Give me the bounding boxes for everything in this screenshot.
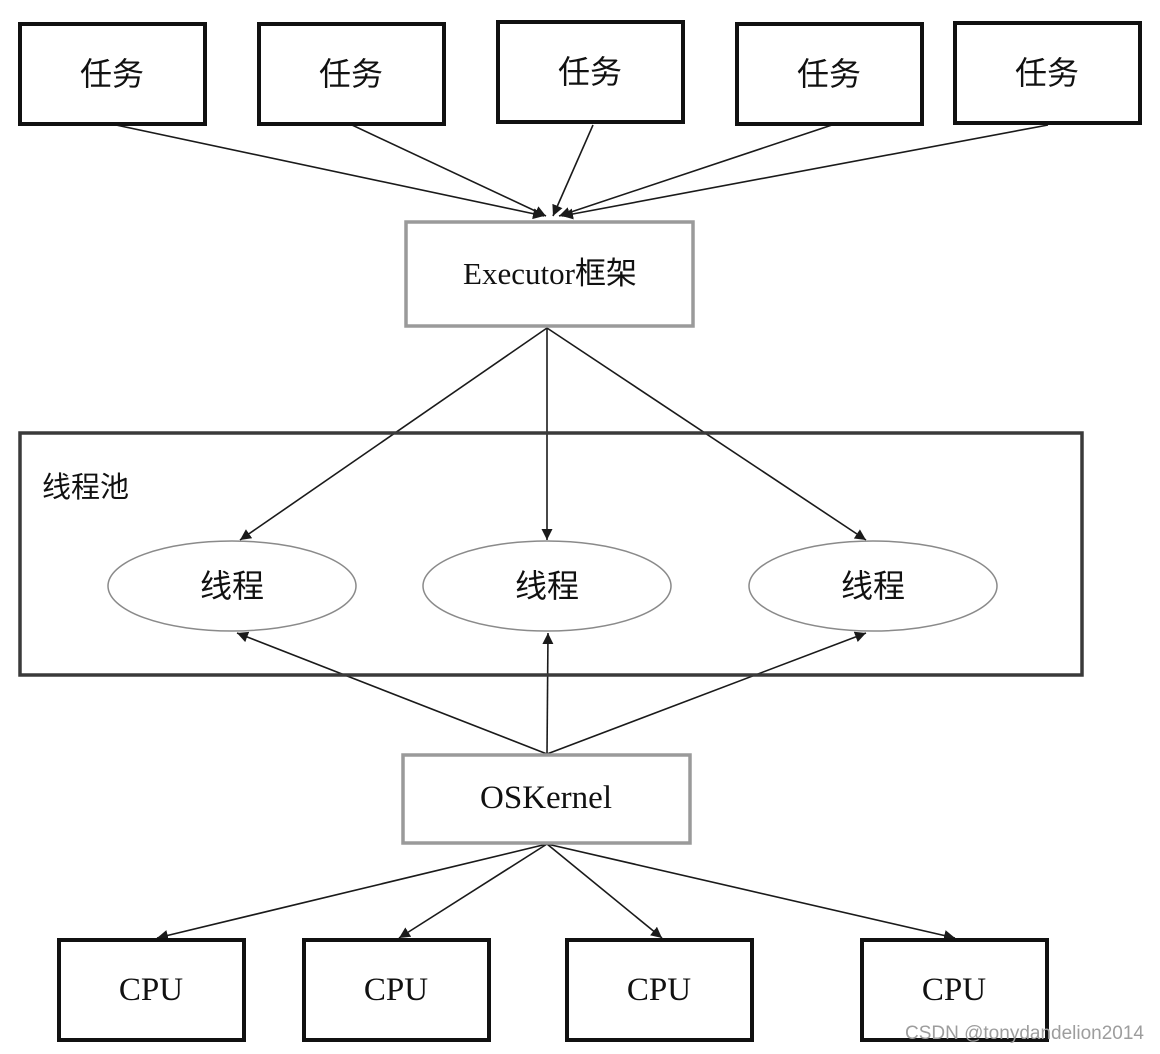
thread-label: 线程	[515, 567, 579, 605]
arrow-kernel-to-thread-2	[542, 632, 554, 755]
executor-box: Executor框架	[404, 220, 695, 328]
arrow-kernel-to-cpu-3	[546, 843, 663, 939]
task-label: 任务	[797, 55, 861, 93]
arrow-task-3-to-executor	[552, 124, 594, 217]
thread-pool-label: 线程池	[42, 470, 129, 504]
cpu-label: CPU	[627, 972, 691, 1008]
task-label: 任务	[558, 53, 622, 91]
task-box: 任务	[735, 22, 924, 126]
arrow-task-1-to-executor	[115, 124, 545, 220]
task-label: 任务	[1015, 54, 1079, 92]
arrow-kernel-to-thread-3	[546, 631, 867, 755]
thread-node: 线程	[748, 540, 998, 632]
executor-label: Executor框架	[463, 256, 637, 291]
cpu-box: CPU	[57, 938, 246, 1042]
arrow-kernel-to-cpu-1	[156, 843, 548, 941]
arrow-task-4-to-executor	[558, 124, 833, 218]
cpu-box: CPU	[565, 938, 754, 1042]
thread-pool: 线程池 线程 线程 线程	[18, 431, 1084, 677]
arrow-kernel-to-cpu-2	[398, 843, 548, 939]
os-kernel-label: OSKernel	[480, 780, 612, 816]
cpu-label: CPU	[119, 972, 183, 1008]
thread-label: 线程	[200, 567, 264, 605]
task-box: 任务	[18, 22, 207, 126]
arrow-task-2-to-executor	[351, 124, 547, 217]
task-box: 任务	[953, 21, 1142, 125]
csdn-watermark: CSDN @tonydandelion2014	[905, 1023, 1144, 1044]
task-box: 任务	[496, 20, 685, 124]
cpu-label: CPU	[364, 972, 428, 1008]
task-label: 任务	[319, 55, 383, 93]
cpu-box: CPU	[302, 938, 491, 1042]
cpu-label: CPU	[922, 972, 986, 1008]
thread-label: 线程	[841, 567, 905, 605]
thread-pool-frame	[18, 431, 1084, 677]
thread-node: 线程	[422, 540, 672, 632]
arrow-kernel-to-cpu-4	[546, 843, 956, 941]
arrow-kernel-to-thread-1	[236, 631, 548, 755]
arrow-task-5-to-executor	[561, 124, 1049, 220]
task-label: 任务	[80, 55, 144, 93]
thread-node: 线程	[107, 540, 357, 632]
os-kernel-box: OSKernel	[401, 753, 692, 845]
cpu-box: CPU	[860, 938, 1049, 1042]
task-box: 任务	[257, 22, 446, 126]
